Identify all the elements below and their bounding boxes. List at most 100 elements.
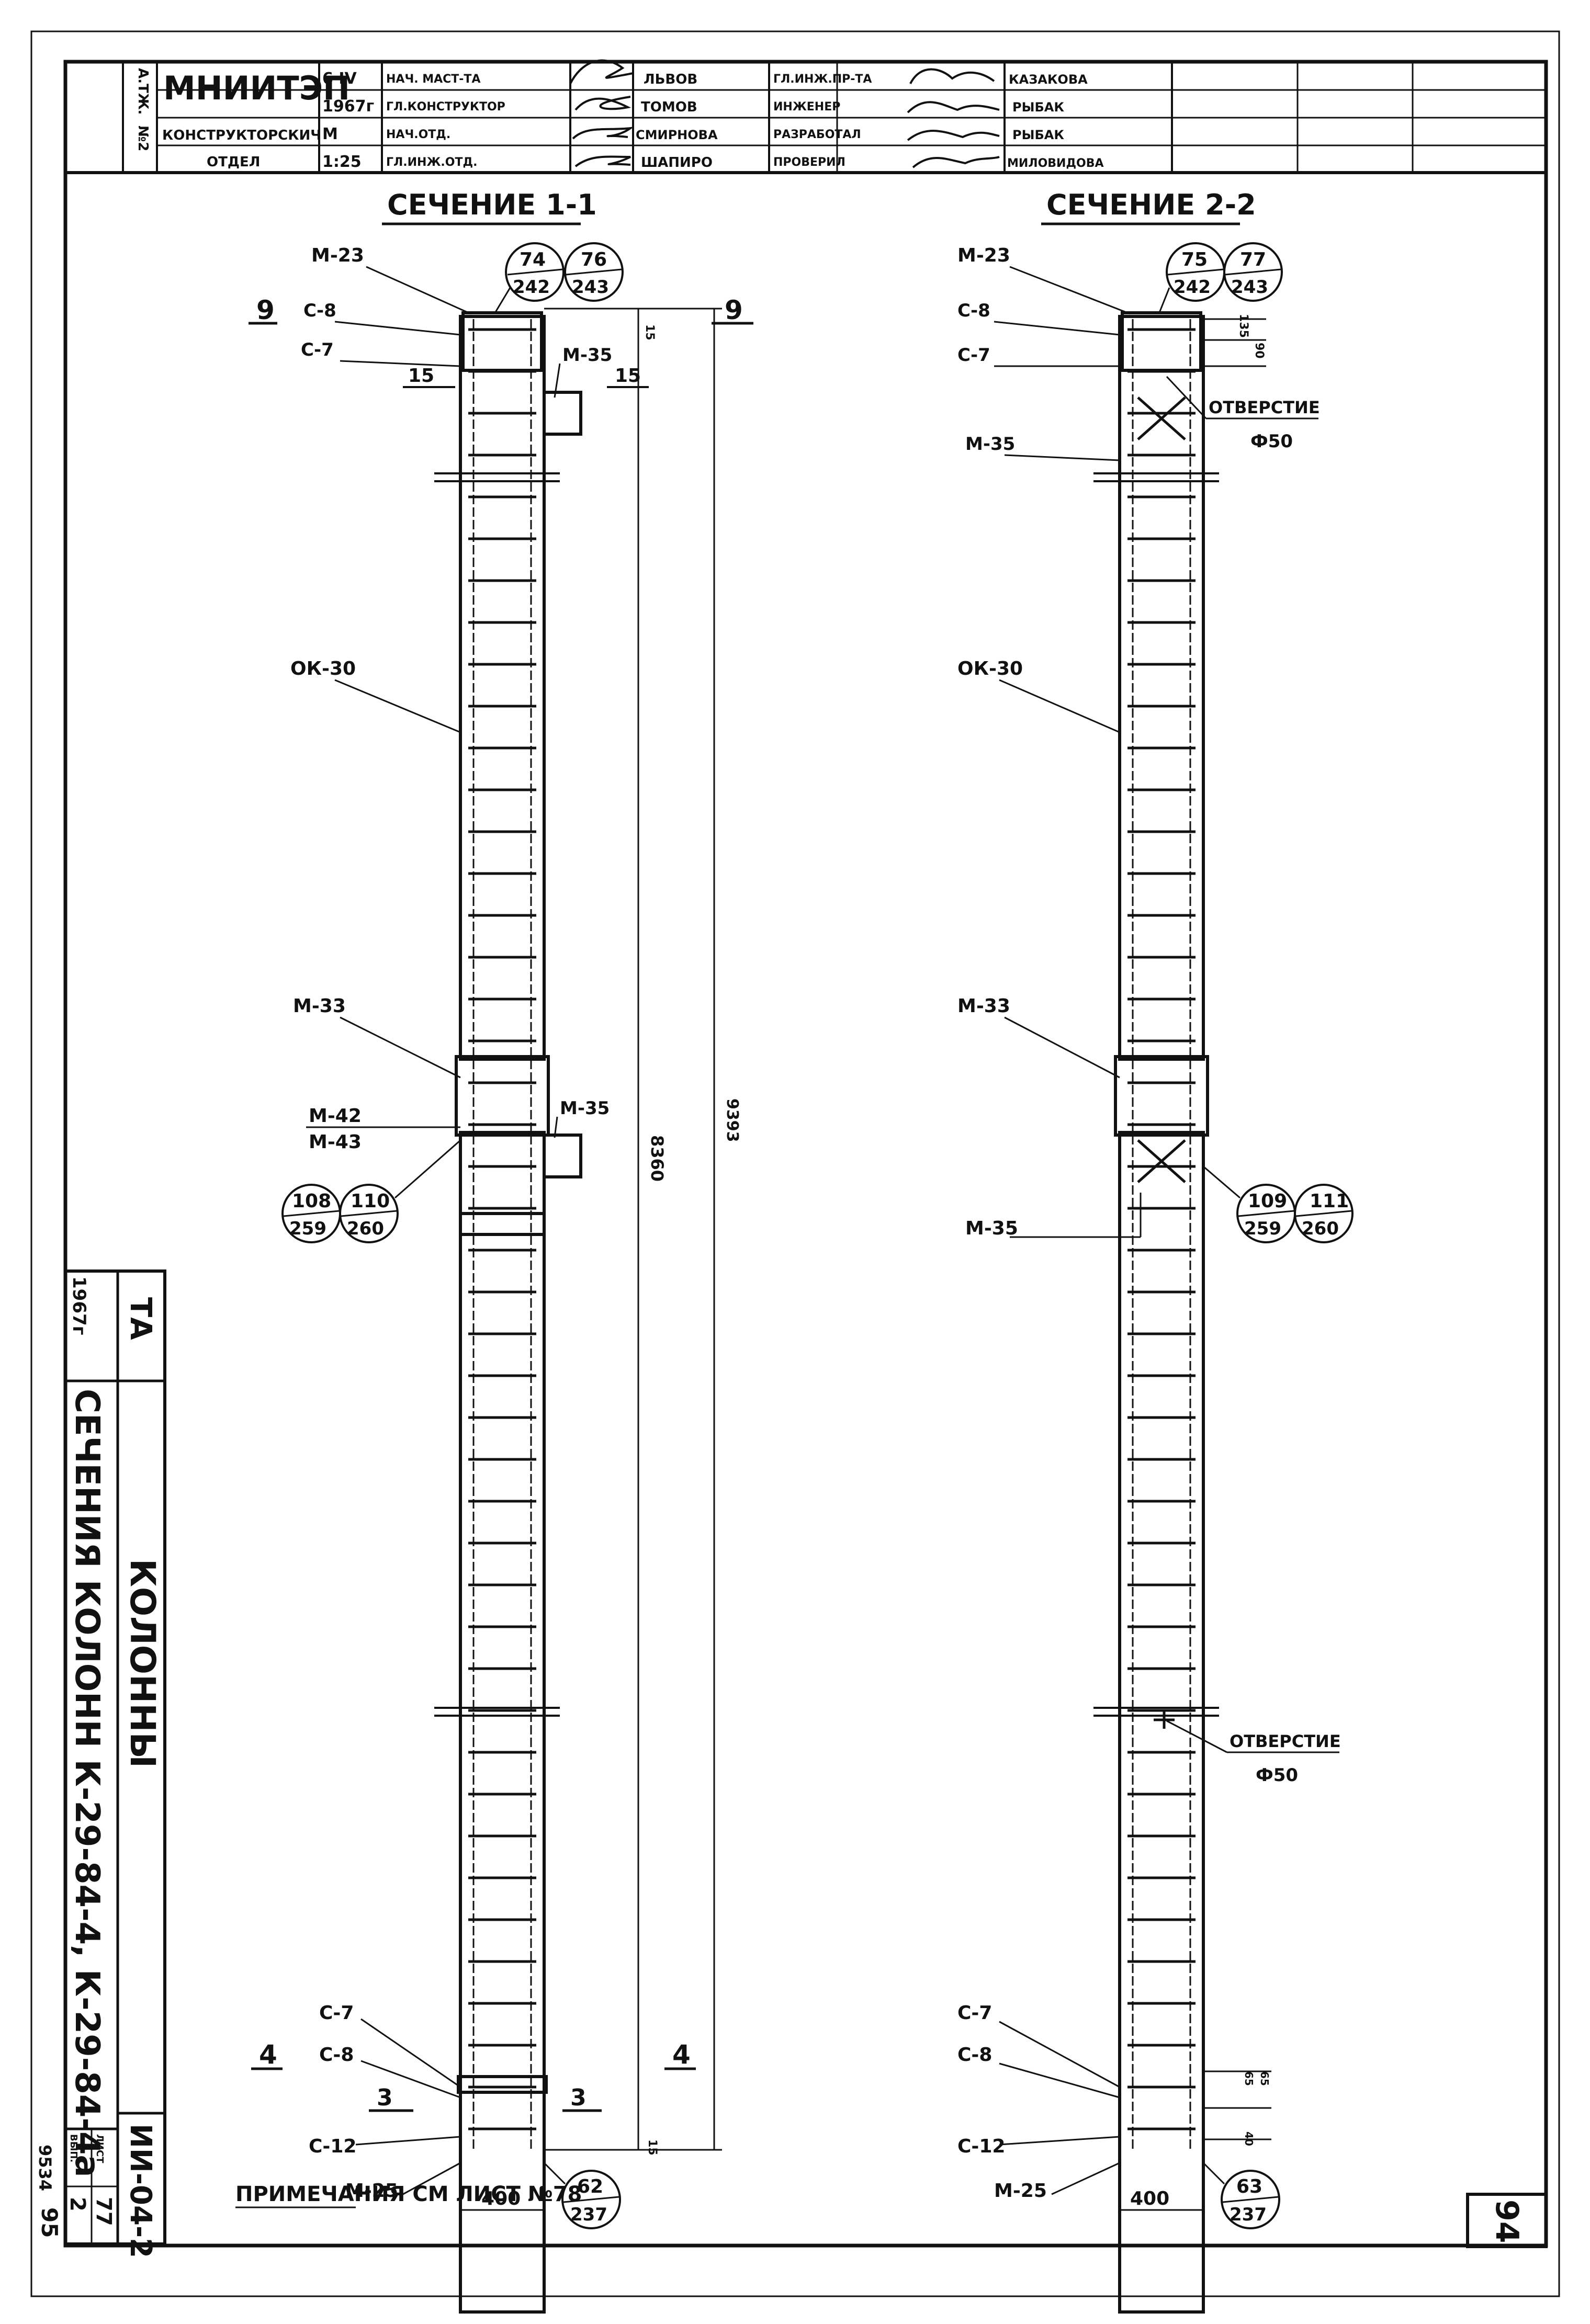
dim2-135: 135 (1237, 314, 1250, 338)
side-vyp-label: ВЫП. (68, 2134, 79, 2162)
label2-m25: М-25 (994, 2180, 1047, 2202)
section-1-view: СЕЧЕНИЕ 1-1 М-23 9 С-8 С-7 15 15 М-35 (249, 188, 753, 2314)
dim2-90: 90 (1253, 343, 1266, 359)
side-stamp-1: 9534 (35, 2145, 55, 2191)
column-1-base (459, 1212, 546, 1236)
inner-frame (63, 60, 1548, 2248)
svg-text:237: 237 (1230, 2204, 1267, 2225)
dim-width-400: 400 (481, 2188, 521, 2209)
column-2-rebar (1127, 319, 1196, 2150)
hole-label-lower: ОТВЕРСТИЕ (1230, 1731, 1341, 1751)
svg-text:75: 75 (1181, 249, 1208, 270)
label2-ok30: ОК-30 (957, 658, 1023, 679)
cut-4-right: 4 (672, 2039, 691, 2070)
label2-m33: М-33 (957, 995, 1010, 1017)
surname2-4: МИЛОВИДОВА (1007, 157, 1104, 170)
surname-2: ТОМОВ (641, 99, 697, 115)
cut-3-right: 3 (570, 2084, 587, 2111)
column-1-outline (459, 315, 546, 1061)
dim-top: 15 (643, 324, 656, 341)
label2-m35-top: М-35 (965, 434, 1015, 455)
dim-9393: 9393 (723, 1098, 741, 1142)
side-year: 1967г (69, 1276, 89, 1335)
label-m33: М-33 (293, 995, 346, 1017)
svg-text:110: 110 (351, 1191, 390, 1212)
side-list-value: 77 (92, 2197, 116, 2226)
role-2: ГЛ.КОНСТРУКТОР (386, 100, 505, 114)
hole-dia-upper: Ф50 (1250, 431, 1293, 452)
label-c7: С-7 (301, 339, 334, 360)
cut-4-left: 4 (259, 2039, 277, 2070)
ref-circle-62-237: 62 237 (561, 2170, 621, 2229)
cut-3-left: 3 (377, 2084, 393, 2111)
dept-line-2: ОТДЕЛ (207, 154, 260, 170)
hole-mark-lower (1154, 1710, 1175, 1729)
role2-4: ПРОВЕРИЛ (773, 156, 845, 169)
side-code-2: №2 (135, 126, 151, 151)
side-vyp-value: 2 (65, 2197, 89, 2212)
org-name: МНИИТЭП (163, 69, 350, 107)
side-title-line2: КОЛОННЫ (122, 1559, 163, 1768)
info-3: М (322, 125, 338, 143)
dim-8360: 8360 (647, 1135, 667, 1182)
cut-15-left: 15 (408, 365, 434, 387)
svg-text:259: 259 (1244, 1218, 1281, 1239)
info-4: 1:25 (322, 153, 362, 171)
role2-3: РАЗРАБОТАЛ (773, 128, 861, 141)
column-1-outline-lower (459, 1131, 546, 2314)
label2-c8-bottom: С-8 (957, 2044, 992, 2066)
column-1-rebar (468, 319, 536, 2150)
side-code: ИИ-04-2 (123, 2124, 157, 2258)
label2-m35-mid: М-35 (965, 1218, 1018, 1239)
label2-c7: С-7 (957, 345, 990, 366)
column-2-joint (1114, 1055, 1209, 1137)
column-2-outline (1118, 315, 1205, 1061)
ref2-circle-63-237: 63 237 (1221, 2170, 1280, 2229)
section-2-title: СЕЧЕНИЕ 2-2 (1046, 188, 1256, 221)
signature-2 (907, 68, 1000, 168)
ref-circle-110-260: 110 260 (339, 1184, 399, 1243)
svg-text:242: 242 (513, 277, 550, 298)
column-1-joint (455, 1055, 550, 1137)
surname2-3: РЫБАК (1012, 128, 1064, 142)
ref2-circle-109-259: 109 259 (1236, 1184, 1296, 1243)
surname2-1: КАЗАКОВА (1009, 72, 1088, 87)
ref-circle-108-259: 108 259 (281, 1184, 341, 1243)
cut-15-right: 15 (615, 365, 641, 387)
svg-text:243: 243 (572, 277, 609, 298)
cut-9-right: 9 (725, 295, 743, 325)
svg-text:243: 243 (1231, 277, 1268, 298)
dim2-width-400: 400 (1130, 2188, 1169, 2209)
label-c7-bottom: С-7 (319, 2002, 354, 2024)
svg-text:77: 77 (1240, 249, 1266, 270)
svg-text:237: 237 (570, 2204, 607, 2225)
hole-mark-upper (1137, 396, 1186, 1183)
ref2-circle-77-243: 77 243 (1223, 242, 1283, 302)
label-ok30: ОК-30 (290, 658, 356, 679)
svg-text:63: 63 (1236, 2176, 1262, 2197)
cut-9-left: 9 (256, 295, 275, 325)
role-1: НАЧ. МАСТ-ТА (386, 73, 480, 86)
side-code-1: А.ТЖ. (135, 68, 151, 115)
label-m25: М-25 (345, 2180, 398, 2202)
sheet-number: 94 (1488, 2200, 1525, 2243)
sheet-number-box: 94 (1466, 2193, 1548, 2248)
column-1-bottom-plate (457, 2075, 548, 2094)
section-1-title: СЕЧЕНИЕ 1-1 (387, 188, 597, 221)
surname-1: ЛЬВОВ (644, 72, 697, 87)
role2-1: ГЛ.ИНЖ.ПР-ТА (773, 73, 872, 86)
surname-3: СМИРНОВА (636, 128, 718, 142)
side-title-line1: СЕЧЕНИЯ КОЛОНН К-29-84-4, К-29-84-4а (67, 1389, 106, 2178)
label2-m23: М-23 (957, 245, 1010, 266)
label2-c8: С-8 (957, 300, 990, 321)
side-list-label: ЛИСТ (94, 2134, 105, 2163)
svg-text:260: 260 (347, 1218, 384, 1239)
label-c12: С-12 (309, 2136, 356, 2157)
section-2-view: СЕЧЕНИЕ 2-2 М-23 С-8 С-7 М-35 135 90 ОТВ… (957, 188, 1354, 2314)
column-1-cap-top (461, 311, 543, 372)
label-m42: М-42 (309, 1105, 362, 1127)
role-4: ГЛ.ИНЖ.ОТД. (386, 156, 477, 169)
hole-label-upper: ОТВЕРСТИЕ (1209, 398, 1320, 417)
